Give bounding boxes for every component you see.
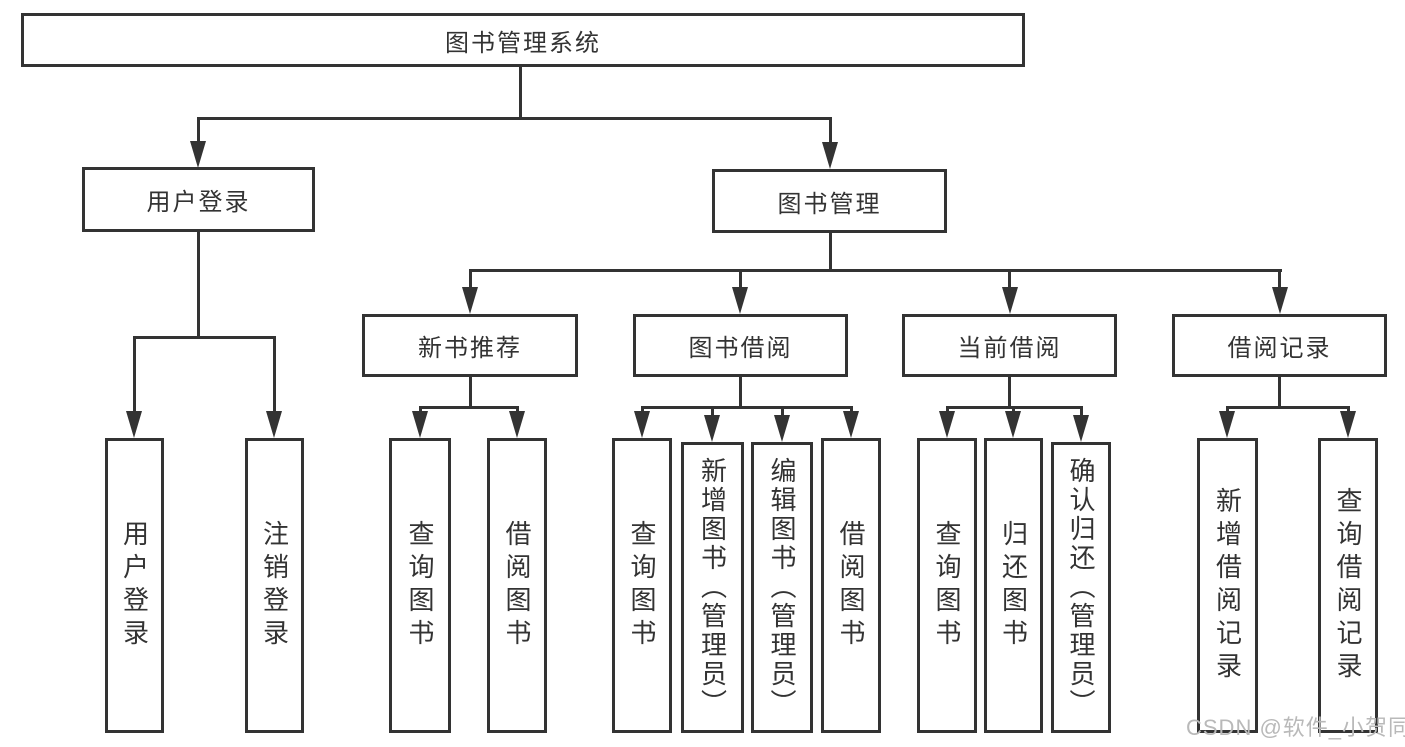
leaf-label: 借阅图书	[502, 519, 532, 652]
arrow-down	[509, 411, 525, 438]
leaf-borrow-edit-book-admin: 编辑图书（管理员）	[751, 442, 813, 733]
connector-line	[1008, 269, 1011, 289]
leaf-label: 新增图书（管理员）	[697, 457, 728, 718]
node-label: 新书推荐	[418, 335, 522, 362]
leaf-user-login: 用户登录	[105, 438, 164, 733]
connector-line	[641, 406, 644, 414]
connector-line	[850, 406, 853, 414]
connector-line	[273, 336, 276, 413]
connector-line	[1278, 269, 1281, 289]
node-label: 图书管理	[777, 190, 882, 218]
arrow-down	[634, 411, 650, 438]
arrow-down	[1073, 415, 1089, 442]
connector-line	[739, 377, 742, 408]
arrow-down	[732, 287, 748, 314]
connector-line	[1226, 406, 1229, 414]
connector-line	[197, 232, 200, 338]
leaf-current-query-book: 查询图书	[917, 438, 977, 733]
leaf-current-confirm-return-admin: 确认归还（管理员）	[1051, 442, 1111, 733]
arrow-down	[1219, 411, 1235, 438]
leaf-label: 查询图书	[627, 519, 657, 652]
leaf-newbook-query-book: 查询图书	[389, 438, 451, 733]
connector-line	[1080, 406, 1083, 418]
leaf-label: 归还图书	[998, 519, 1029, 652]
connector-line	[469, 269, 472, 289]
leaf-user-logout: 注销登录	[245, 438, 304, 733]
connector-line	[1226, 406, 1350, 409]
csdn-watermark: CSDN @软件_小贺同学	[1186, 715, 1405, 740]
leaf-records-add-record: 新增借阅记录	[1197, 438, 1258, 733]
node-system-root: 图书管理系统	[21, 13, 1025, 67]
arrow-down	[126, 411, 142, 438]
leaf-current-return-book: 归还图书	[984, 438, 1043, 733]
arrow-down	[1272, 287, 1288, 314]
arrow-down	[939, 411, 955, 438]
connector-line	[829, 233, 832, 271]
node-current-borrow: 当前借阅	[902, 314, 1117, 377]
arrow-down	[822, 142, 838, 169]
leaf-label: 确认归还（管理员）	[1066, 457, 1096, 718]
leaf-records-query-record: 查询借阅记录	[1318, 438, 1378, 733]
connector-line	[516, 406, 519, 414]
leaf-borrow-borrow-book: 借阅图书	[821, 438, 881, 733]
leaf-newbook-borrow-book: 借阅图书	[487, 438, 547, 733]
connector-line	[781, 406, 784, 418]
arrow-down	[774, 415, 790, 442]
leaf-label: 新增借阅记录	[1212, 486, 1243, 685]
leaf-label: 查询借阅记录	[1333, 486, 1363, 685]
arrow-down	[1005, 411, 1021, 438]
connector-line	[1008, 377, 1011, 408]
connector-line	[419, 406, 422, 414]
leaf-label: 注销登录	[259, 519, 290, 652]
arrow-down	[462, 287, 478, 314]
node-book-borrow: 图书借阅	[633, 314, 848, 377]
connector-line	[419, 406, 519, 409]
node-label: 当前借阅	[957, 335, 1062, 362]
arrow-down	[1002, 287, 1018, 314]
connector-line	[1347, 406, 1350, 414]
node-label: 借阅记录	[1227, 335, 1332, 362]
leaf-label: 用户登录	[119, 519, 150, 652]
connector-line	[829, 117, 832, 144]
node-book-management: 图书管理	[712, 169, 947, 233]
node-user-login: 用户登录	[82, 167, 315, 232]
leaf-label: 编辑图书（管理员）	[767, 457, 797, 718]
leaf-label: 查询图书	[932, 519, 962, 652]
connector-line	[519, 67, 522, 119]
node-label: 图书借阅	[688, 335, 793, 362]
node-new-book-recommend: 新书推荐	[362, 314, 578, 377]
connector-line	[133, 336, 136, 413]
leaf-label: 借阅图书	[836, 519, 866, 652]
arrow-down	[412, 411, 428, 438]
arrow-down	[1340, 411, 1356, 438]
connector-line	[1012, 406, 1015, 414]
leaf-borrow-query-book: 查询图书	[612, 438, 672, 733]
node-label: 图书管理系统	[445, 29, 601, 57]
arrow-down	[843, 411, 859, 438]
node-label: 用户登录	[146, 189, 251, 216]
connector-line	[739, 269, 742, 289]
connector-line	[641, 406, 852, 409]
connector-line	[469, 377, 472, 408]
leaf-borrow-add-book-admin: 新增图书（管理员）	[681, 442, 744, 733]
connector-line	[197, 117, 200, 143]
leaf-label: 查询图书	[405, 519, 435, 652]
connector-line	[1278, 377, 1281, 408]
arrow-down	[266, 411, 282, 438]
connector-line	[133, 336, 276, 339]
connector-line	[946, 406, 949, 414]
arrow-down	[704, 415, 720, 442]
node-borrow-records: 借阅记录	[1172, 314, 1387, 377]
arrow-down	[190, 141, 206, 168]
connector-line	[197, 117, 832, 120]
connector-line	[469, 269, 1282, 272]
connector-line	[711, 406, 714, 418]
